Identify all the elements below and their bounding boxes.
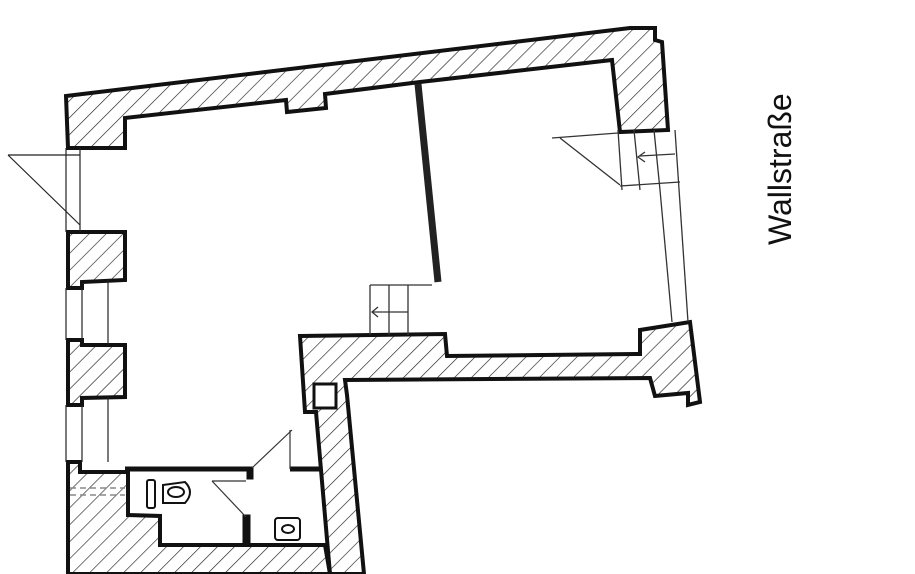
bathroom-partitions [125, 466, 322, 546]
top-wall [63, 26, 671, 150]
shaft [312, 382, 338, 410]
left-pier-2 [66, 338, 127, 407]
left-opening [7, 148, 109, 462]
stairs-center [369, 284, 432, 335]
pipe [70, 487, 125, 496]
street-label: Wallstraße [762, 93, 798, 245]
sink [146, 479, 156, 509]
door-swings [211, 429, 293, 518]
bottom-left-wall [66, 460, 333, 574]
interior-wall [414, 83, 442, 283]
left-pier-1 [66, 230, 127, 290]
walls [63, 26, 703, 574]
fixtures [146, 479, 301, 541]
center-wall [297, 319, 703, 574]
stairs-top-right [551, 129, 689, 323]
